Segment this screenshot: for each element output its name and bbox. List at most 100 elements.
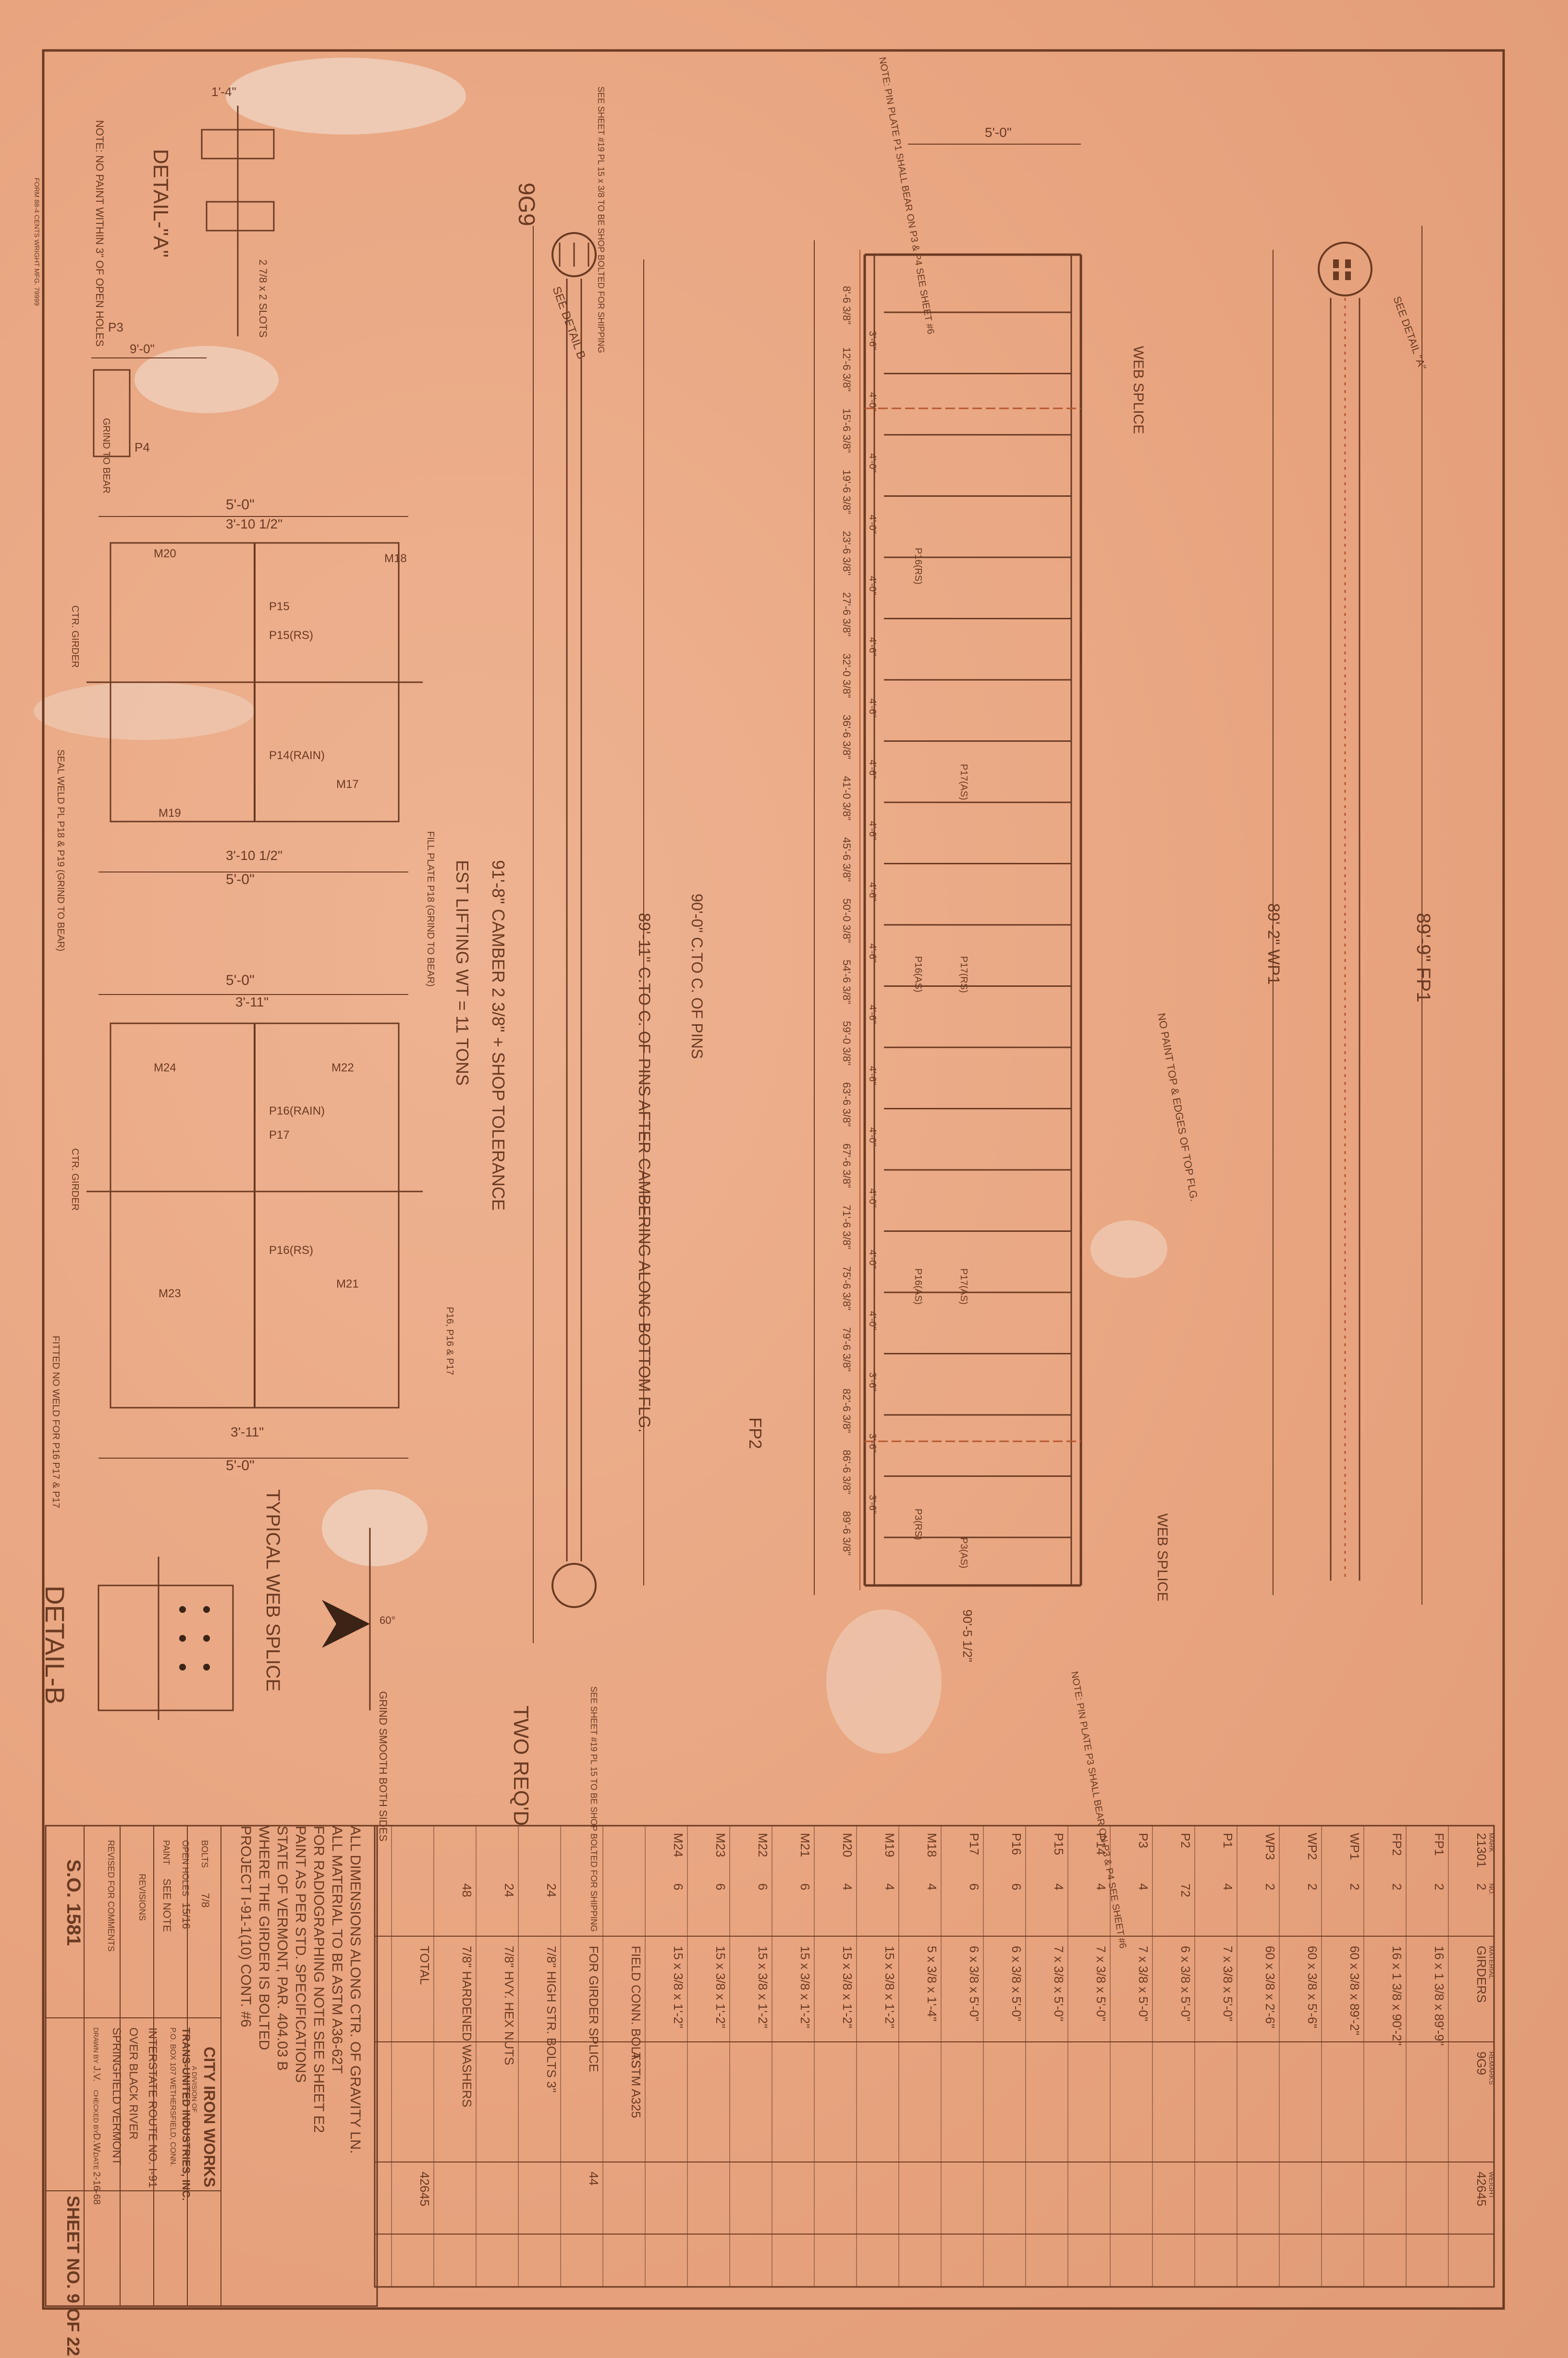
web-splice-title: TYPICAL WEB SPLICE — [262, 1489, 283, 1692]
bom-cell: 7/8" HARDENED WASHERS — [460, 1946, 474, 2107]
sheet-border — [42, 49, 1505, 2310]
tb-bolts-label: BOLTS — [200, 1840, 209, 1868]
detail-a-p4: P4 — [135, 440, 150, 454]
stiffener-dimension: 36'-6 3/8" — [841, 715, 853, 760]
stiffener-spacing: 3'-6" — [867, 1434, 878, 1453]
splice1-p15-rs: P15(RS) — [269, 629, 313, 642]
splice2-p16-rs: P16(RS) — [269, 1244, 313, 1257]
web-splice-bottom: WEB SPLICE — [1154, 1513, 1170, 1601]
bolt-square — [1333, 259, 1339, 268]
bolt-square — [1345, 271, 1351, 280]
bom-cell: 15 x 3/8 x 1'-2" — [713, 1946, 728, 2028]
tb-holes-label: OPEN HOLES — [181, 1840, 190, 1896]
tb-company: CITY IRON WORKS — [201, 2047, 218, 2187]
bom-cell: M19 — [882, 1833, 897, 1857]
splice2-p16-note: P16, P16 & P17 — [444, 1307, 455, 1375]
see-sheet-top: SEE SHEET #19 PL 15 x 3/8 TO BE SHOP BOL… — [596, 86, 606, 353]
bom-row: 247/8" HVY. HEX NUTS — [476, 1826, 516, 2287]
bom-cell: 4 — [1221, 1883, 1235, 1890]
splice1-dim-3-10: 3'-10 1/2" — [226, 516, 282, 531]
bom-cell: M18 — [925, 1833, 939, 1857]
tb-paint-label: PAINT — [161, 1840, 171, 1865]
bom-frame — [374, 1825, 1495, 2288]
stiffener-marks: P16(RS)P17(AS)P16(AS)P17(RS)P16(AS)P17(A… — [913, 548, 969, 1568]
detail-a-note: NOTE: NO PAINT WITHIN 3" OF OPEN HOLES — [94, 120, 106, 347]
splice2-m22: M22 — [331, 1061, 354, 1074]
splice1-fill: FILL PLATE P18 (GRIND TO BEAR) — [425, 831, 436, 987]
tb-parent: TRANS-UNITED INDUSTRIES, INC. — [180, 2027, 192, 2201]
bom-cell: 9G9 — [1474, 2051, 1489, 2075]
bolt-dot — [179, 1635, 186, 1642]
stiffener-spacing: 4'-0" — [867, 1189, 878, 1208]
typical-web-splice: TYPICAL WEB SPLICE GRIND SMOOTH BOTH SID… — [262, 1489, 395, 1842]
tb-holes-val: 15/16 — [180, 1903, 192, 1929]
stiffener-dimension: 54'-6 3/8" — [841, 960, 853, 1005]
bolt-dot — [203, 1664, 210, 1670]
stiffener-lines — [884, 311, 1071, 1538]
stiffener-dimension: 71'-6 3/8" — [841, 1205, 853, 1250]
stiffener-spacing: 3'-6" — [867, 331, 878, 350]
bolt-square — [1333, 271, 1339, 280]
bom-cell: 4 — [1136, 1883, 1151, 1890]
splice1-dim-5: 5'-0" — [226, 497, 255, 513]
bom-cell: 6 — [713, 1883, 728, 1890]
pin-hole-top-right — [1318, 242, 1372, 296]
general-note: ALL DIMENSIONS ALONG CTR. OF GRAVITY LN. — [347, 1826, 363, 2154]
splice1-m20: M20 — [154, 547, 176, 560]
web-splice-top: WEB SPLICE — [1130, 346, 1146, 434]
stiffener-dimension: 45'-6 3/8" — [841, 837, 853, 882]
splice2-p17: P17 — [269, 1129, 290, 1142]
splice2-m24: M24 — [154, 1061, 176, 1074]
form-code: FORM 88-4 CENTS WRIGHT MFG. 79999 — [33, 178, 41, 306]
bom-cell: 24 — [544, 1883, 559, 1897]
bom-header: MARK — [1488, 1833, 1495, 1853]
web-splice-angle: 60° — [380, 1614, 395, 1626]
see-sheet-bottom: SEE SHEET #19 PL 15 TO BE SHOP BOLTED FO… — [589, 1686, 599, 1932]
detail-a-p3: P3 — [108, 320, 123, 334]
detail-a-dim-9: 9'-0" — [130, 342, 155, 356]
splice2-dim-5-b: 5'-0" — [226, 1458, 255, 1474]
stiffener-spacing: 3'-6" — [867, 1372, 878, 1391]
bom-cell: 7 x 3/8 x 5'-0" — [1052, 1946, 1066, 2021]
stiffener-spacings: 3'-6"4'-0"4'-0"4'-0"4'-0"4'-6"4'-6"4'-6"… — [867, 331, 878, 1514]
bom-cell: FIELD CONN. BOLTS — [629, 1946, 643, 2068]
girder-elevation: 8'-6 3/8"12'-6 3/8"15'-6 3/8"19'-6 3/8"2… — [453, 56, 1434, 1949]
bom-cell: 60 x 3/8 x 5'-6" — [1305, 1946, 1320, 2028]
flange-splice-1: 5'-0" 3'-10 1/2" CTR. GIRDER M20 M18 M19… — [55, 497, 436, 987]
stiffener-mark: P3(RS) — [913, 1509, 923, 1540]
tb-paint-val: SEE NOTE — [161, 1879, 173, 1932]
bom-cell: P3 — [1136, 1833, 1151, 1848]
tb-date-val: 2-16-68 — [91, 2172, 102, 2205]
stiffener-dimension: 8'-6 3/8" — [841, 286, 853, 325]
stiffener-mark: P17(AS) — [958, 1268, 969, 1305]
general-notes: ALL DIMENSIONS ALONG CTR. OF GRAVITY LN.… — [238, 1826, 363, 2154]
detail-a-plate — [93, 369, 131, 457]
stiffener-spacing: 4'-6" — [867, 821, 878, 840]
bom-cell: 24 — [502, 1883, 516, 1897]
pin-hole-bottom-left — [551, 1563, 597, 1608]
stiffener-spacing: 3'-6" — [867, 1495, 878, 1514]
bom-cell: 44 — [587, 2172, 601, 2186]
stiffener-dimension: 89'-6 3/8" — [841, 1511, 853, 1556]
general-note: FOR RADIOGRAPHING NOTE SEE SHEET E2 — [311, 1826, 327, 2133]
stiffener-dimension: 79'-6 3/8" — [841, 1327, 853, 1372]
dim-5-0: 5'-0" — [985, 125, 1012, 140]
bom-cell: 2 — [1432, 1883, 1446, 1890]
dim-90-5: 90'-5 1/2" — [960, 1609, 975, 1662]
bom-row: 247/8" HIGH STR. BOLTS 3" — [518, 1826, 559, 2287]
splice1-p15: P15 — [269, 600, 290, 613]
bom-header: NO. — [1488, 1883, 1495, 1895]
bom-cell: 7 x 3/8 x 5'-0" — [1221, 1946, 1235, 2021]
